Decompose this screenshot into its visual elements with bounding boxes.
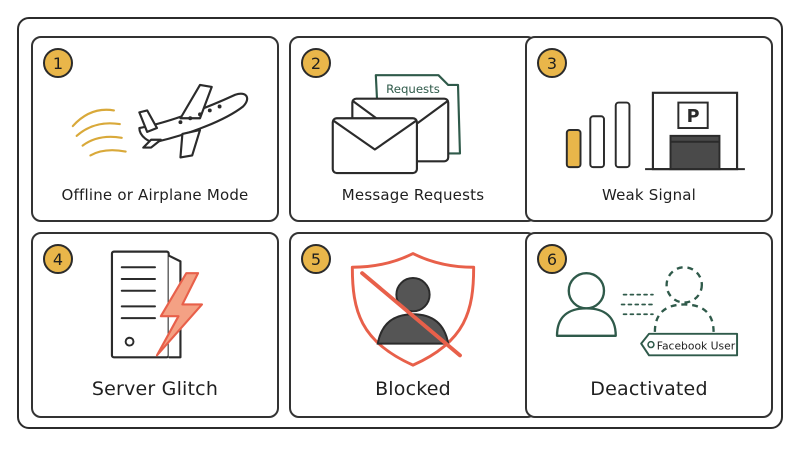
card-caption: Message Requests xyxy=(341,186,485,204)
signal-bars-icon: P xyxy=(565,91,745,171)
step-badge-2: 2 xyxy=(301,48,331,78)
lightning-icon xyxy=(155,272,204,357)
ghost-user-icon xyxy=(653,266,715,332)
user-silhouette-icon xyxy=(376,277,450,345)
airplane-icon xyxy=(71,83,249,159)
card-message-requests: 2 Requests Message Requests xyxy=(289,36,537,222)
tag-label: Facebook User xyxy=(657,339,736,352)
server-icon xyxy=(110,250,204,359)
step-badge-5: 5 xyxy=(301,244,331,274)
card-weak-signal: 3 P Weak Signal xyxy=(525,36,773,222)
card-blocked: 5 Blocked xyxy=(289,232,537,418)
user-icon: Facebook User xyxy=(555,266,739,357)
card-caption: Offline or Airplane Mode xyxy=(61,186,249,204)
parking-garage-icon: P xyxy=(645,91,745,171)
card-caption: Server Glitch xyxy=(91,378,219,400)
reasons-panel: 1 Offline or Airplane Mode xyxy=(17,17,783,429)
folder-label: Requests xyxy=(386,82,440,96)
blocked-shield-icon xyxy=(350,252,476,367)
step-badge-1: 1 xyxy=(43,48,73,78)
card-server-glitch: 4 Server Glitch xyxy=(31,232,279,418)
card-offline: 1 Offline or Airplane Mode xyxy=(31,36,279,222)
card-caption: Deactivated xyxy=(590,378,708,400)
card-deactivated: 6 Facebook User Deactivated xyxy=(525,232,773,418)
user-tag: Facebook User xyxy=(640,332,739,357)
envelope-icon: Requests xyxy=(331,74,462,175)
parking-sign: P xyxy=(687,107,700,127)
step-badge-3: 3 xyxy=(537,48,567,78)
step-badge-4: 4 xyxy=(43,244,73,274)
card-caption: Blocked xyxy=(375,378,451,400)
card-caption: Weak Signal xyxy=(601,186,697,204)
step-badge-6: 6 xyxy=(537,244,567,274)
